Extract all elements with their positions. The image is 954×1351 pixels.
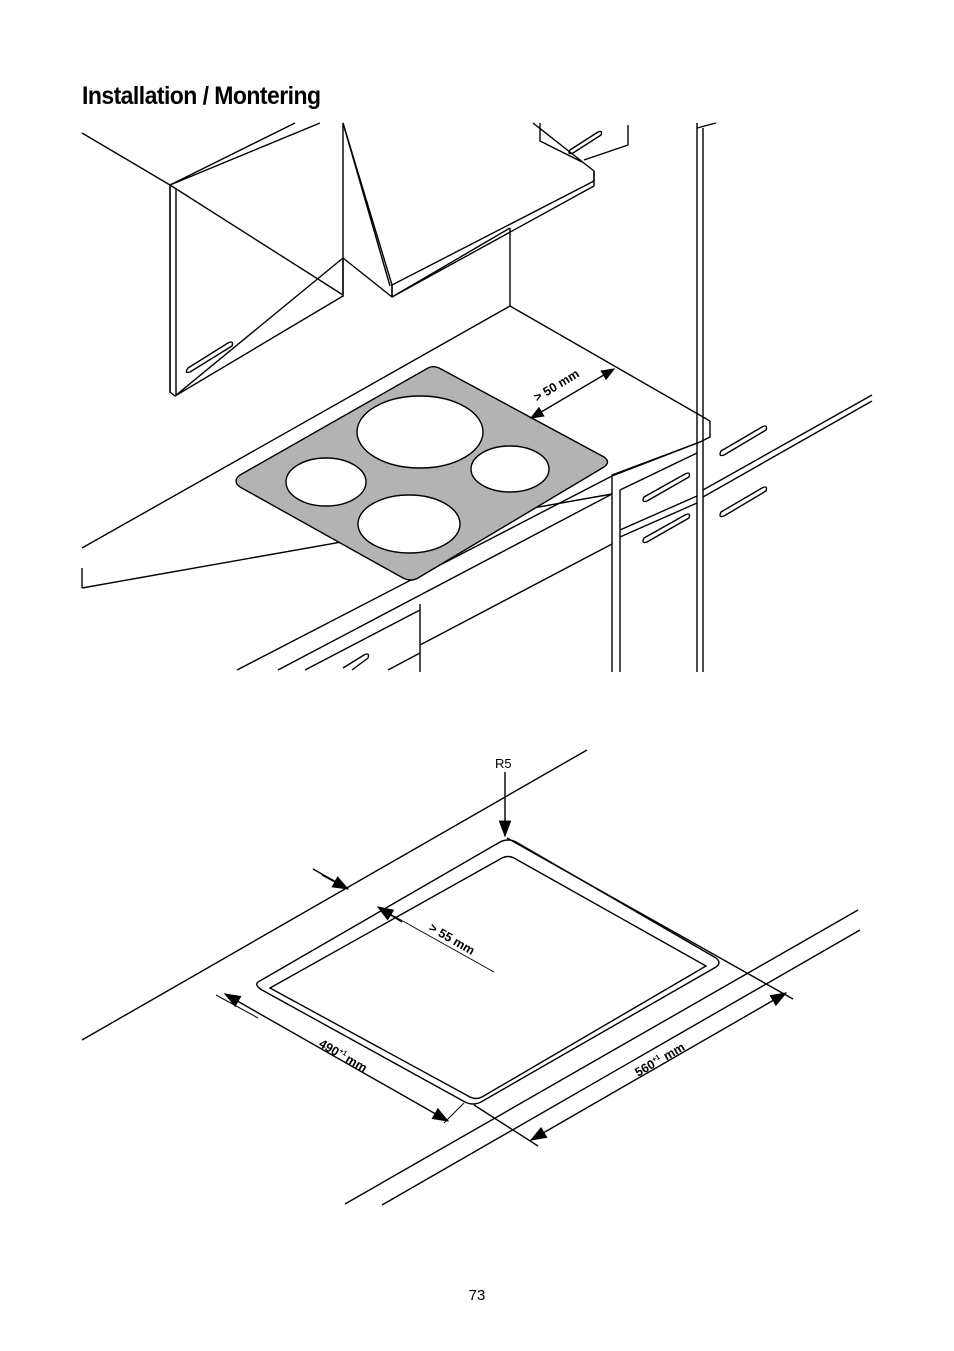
worktop-front-edge-top — [344, 909, 859, 1205]
kitchen-line-art — [81, 122, 873, 672]
cooking-zone-left — [285, 457, 367, 507]
worktop — [81, 305, 711, 672]
radius-label: R5 — [495, 756, 512, 771]
cutout-labels: R5 > 55 mm 490+1mm 560+1mm — [317, 756, 688, 1080]
drawer-handle — [642, 472, 691, 503]
depth-label-group: 490+1mm — [317, 1036, 370, 1075]
width-unit: mm — [661, 1040, 687, 1063]
depth-value: 490 — [317, 1036, 342, 1059]
lower-cabinet-handle — [342, 653, 370, 671]
worktop-rear-edge — [81, 749, 588, 1041]
lower-door-handle — [719, 486, 768, 518]
extractor-hood — [342, 122, 629, 306]
edge-arrow-2 — [376, 906, 403, 923]
dimension-arrows — [223, 772, 788, 1141]
cabinet-handle — [185, 341, 234, 374]
upper-door-handle — [719, 425, 768, 457]
drawer-handle-lower — [642, 513, 691, 544]
tall-cabinet — [696, 122, 873, 672]
width-dimension-line — [529, 992, 788, 1141]
ceramic-hob — [235, 366, 609, 581]
width-sup: +1 — [651, 1054, 662, 1064]
depth-dimension-line — [223, 993, 450, 1122]
cutout-line-art — [81, 749, 861, 1206]
cooking-zone-right — [470, 445, 550, 493]
page-title: Installation / Montering — [82, 82, 321, 110]
cooking-zone-large-rear — [356, 395, 484, 469]
depth-unit: mm — [343, 1052, 369, 1075]
edge-distance-label: > 55 mm — [427, 920, 478, 957]
worktop-front-edge-bottom — [381, 929, 861, 1206]
edge-arrow-1 — [321, 874, 350, 890]
cutout-inner — [268, 855, 708, 1100]
hood-handle — [568, 130, 603, 155]
wall-cabinet — [81, 122, 344, 397]
page-number: 73 — [468, 1287, 486, 1304]
cooking-zone-front — [357, 494, 461, 554]
depth-sup: +1 — [338, 1048, 349, 1058]
